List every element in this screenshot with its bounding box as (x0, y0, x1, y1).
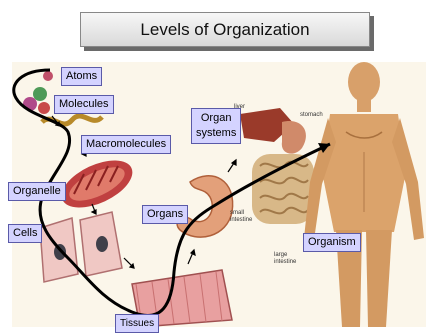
label-organelle: Organelle (8, 182, 66, 201)
organelle-illustration (55, 151, 140, 218)
organ-system-illustration (240, 108, 314, 224)
anatomy-label-small-intestine-1: small (230, 210, 244, 217)
label-cells: Cells (8, 224, 42, 243)
label-organ-systems: Organ systems (191, 108, 241, 144)
anatomy-label-stomach: stomach (300, 112, 323, 119)
organism-illustration (304, 62, 424, 327)
slide-title: Levels of Organization (80, 12, 370, 47)
label-organ-systems-line2: systems (196, 126, 236, 141)
label-molecules: Molecules (54, 95, 114, 114)
anatomy-label-large-intestine-1: large (274, 252, 287, 259)
label-organ-systems-line1: Organ (196, 111, 236, 126)
label-atoms: Atoms (61, 67, 102, 86)
atom-illustration (43, 71, 53, 81)
anatomy-label-small-intestine-2: intestine (230, 217, 252, 224)
label-macromolecules: Macromolecules (81, 135, 171, 154)
anatomy-label-large-intestine-2: intestine (274, 259, 296, 266)
label-organs: Organs (142, 205, 188, 224)
label-organism: Organism (303, 233, 361, 252)
label-tissues: Tissues (115, 314, 159, 333)
